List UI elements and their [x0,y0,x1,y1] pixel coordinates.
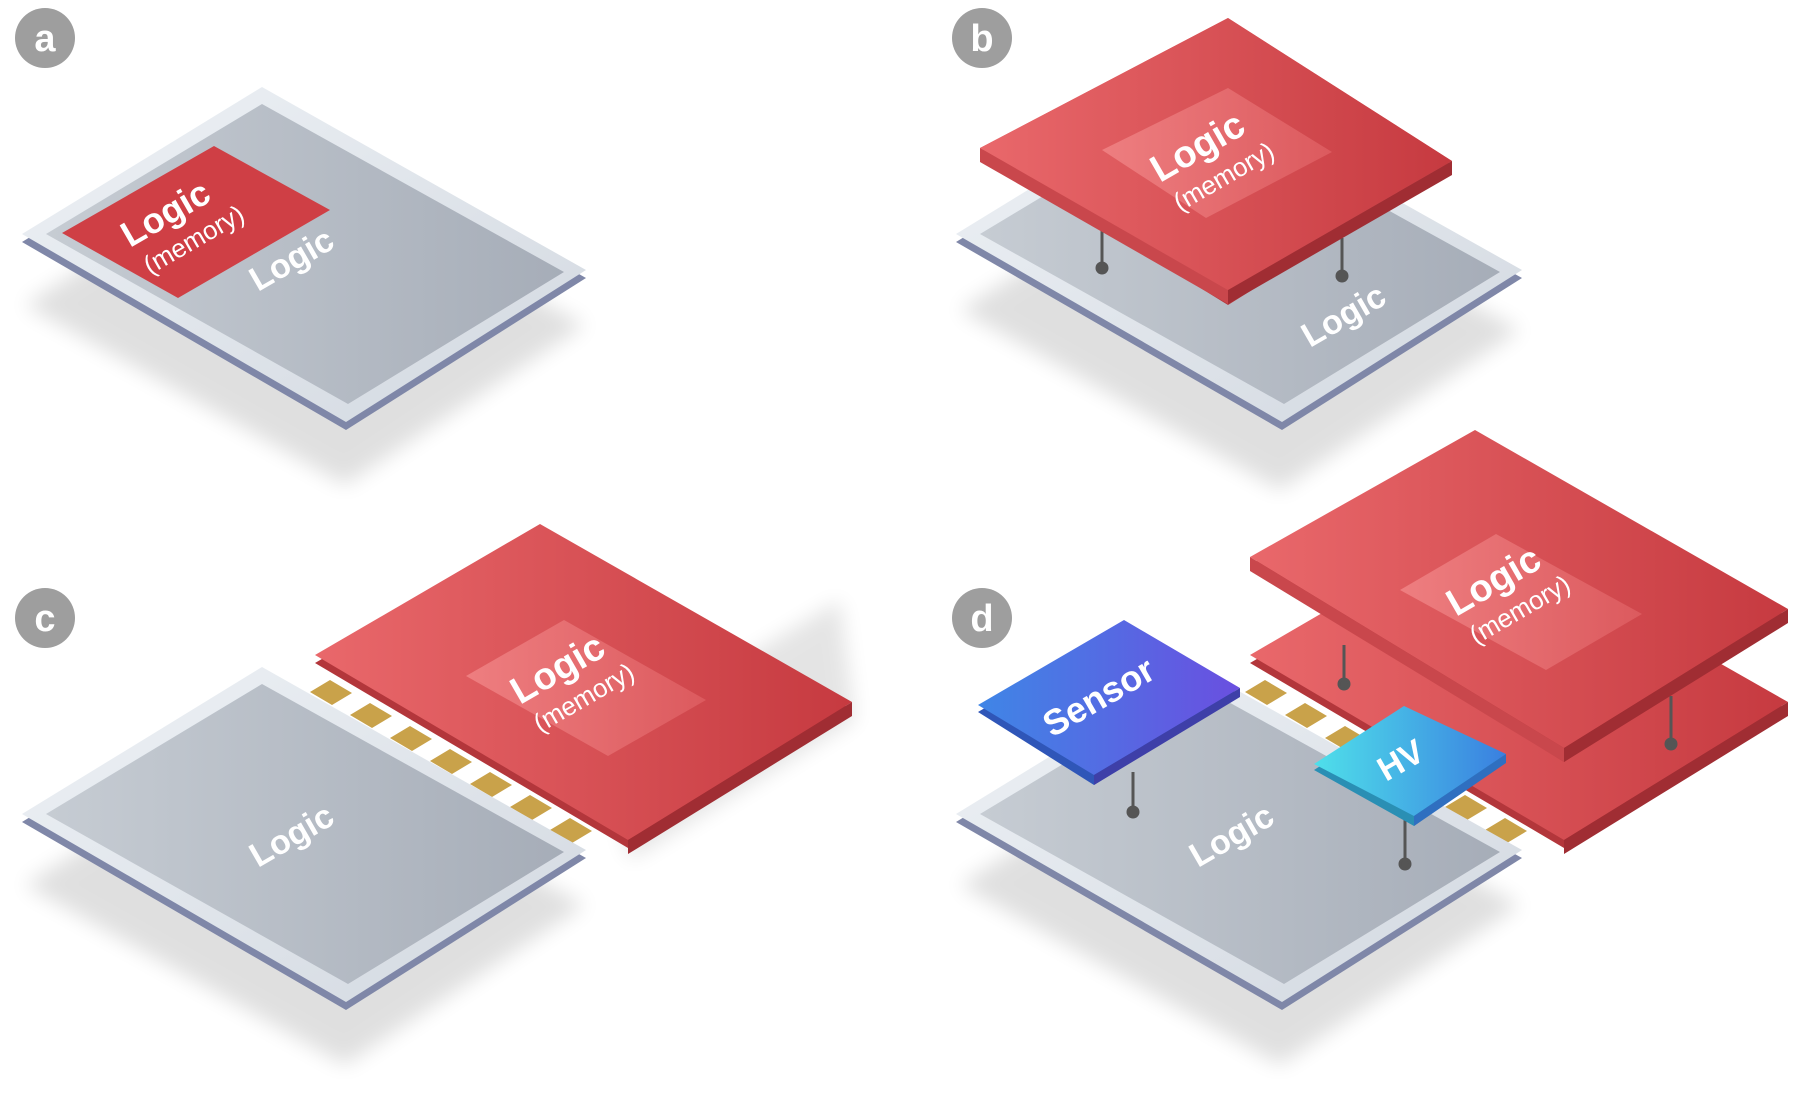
sensor-die [978,620,1240,785]
memory-die [315,524,852,854]
via-connector [1095,230,1349,283]
panel-a-letter: a [34,18,56,60]
panel-c-badge: c [15,588,75,648]
panel-d-badge: d [952,588,1012,648]
panel-a: Logic (memory) Logic [22,87,586,485]
memory-die-stacked [1250,430,1788,762]
panel-d: Logic Logic (memory) Sensor [956,430,1788,1065]
via-connector [1126,645,1678,871]
hv-die [1314,706,1506,826]
bond-pads [1245,680,1527,843]
bond-pads [310,680,592,843]
memory-die [980,18,1452,305]
panel-a-badge: a [15,8,75,68]
panel-c: Logic (memory) Logic [22,524,855,1065]
logic-die [22,667,586,1010]
panel-b-letter: b [970,18,993,60]
memory-block [62,146,330,298]
panel-b-badge: b [952,8,1012,68]
panel-c-letter: c [34,598,55,640]
panel-d-letter: d [970,598,993,640]
panel-b: Logic Logic (memory) [956,18,1522,490]
